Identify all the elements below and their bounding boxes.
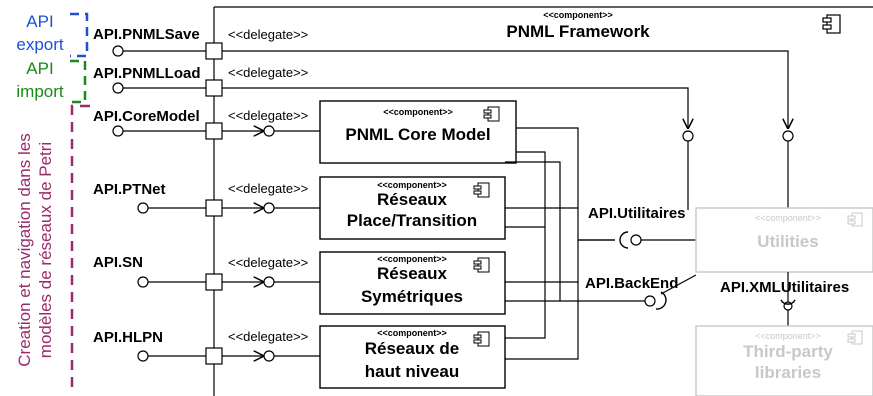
api-utilitaires-label: API.Utilitaires (588, 205, 686, 222)
pt-stereotype: <<component>> (377, 180, 447, 190)
pt-name-line1: Réseaux (377, 190, 447, 209)
component-core-model (319, 100, 517, 164)
port-hlpn (205, 347, 223, 365)
export-bracket (70, 12, 89, 58)
api-ptnet-interface (137, 202, 149, 214)
pt-name-line2: Place/Transition (347, 211, 477, 230)
framework-title: PNML Framework (506, 22, 650, 41)
port-ptnet (205, 199, 223, 217)
core-model-stereotype: <<component>> (383, 107, 453, 117)
api-coremodel-interface (112, 125, 124, 137)
side-label-import-line2: import (16, 82, 64, 101)
side-label-creation-line2: modèles de réseaux de Petri (36, 142, 55, 358)
api-sn-label: API.SN (93, 254, 143, 271)
api-pnmlload-interface (112, 82, 124, 94)
utilities-name: Utilities (757, 232, 818, 251)
connector-pnmlload (222, 87, 688, 128)
api-hlpn-label: API.HLPN (93, 329, 163, 346)
third-party-stereotype: <<component>> (755, 331, 821, 341)
delegate-label-hlpn: <<delegate>> (228, 329, 308, 344)
delegate-label-pnmlsave: <<delegate>> (228, 27, 308, 42)
xml-utilitaires-socket (780, 299, 796, 305)
third-party-name-line2: libraries (755, 363, 821, 382)
api-hlpn-interface (137, 350, 149, 362)
api-pnmlsave-interface (112, 45, 124, 57)
third-party-name-line1: Third-party (743, 342, 833, 361)
framework-component-icon (822, 14, 841, 34)
port-sn (205, 273, 223, 291)
hl-name-line1: Réseaux de (365, 339, 460, 358)
port-pnmlload (205, 79, 223, 97)
backend-ball (644, 295, 656, 307)
component-third-party (695, 325, 873, 396)
component-haut-niveau (319, 325, 506, 389)
api-sn-interface (137, 276, 149, 288)
api-ptnet-label: API.PTNet (93, 181, 166, 198)
component-utilities (695, 207, 873, 273)
delegate-label-sn: <<delegate>> (228, 255, 308, 270)
delegate-label-ptnet: <<delegate>> (228, 181, 308, 196)
required-interface-right (782, 130, 794, 142)
side-label-export-line2: export (16, 35, 64, 54)
api-xmlutilitaires-label: API.XMLUtilitaires (720, 279, 849, 296)
creation-bracket (70, 104, 90, 393)
utilities-stereotype: <<component>> (755, 213, 821, 223)
side-label-export-line1: API (26, 12, 53, 31)
utilitaires-socket (619, 231, 629, 249)
delegate-label-pnmlload: <<delegate>> (228, 65, 308, 80)
backend-socket (655, 291, 667, 310)
port-coremodel (205, 122, 223, 140)
required-interface-left (682, 130, 694, 142)
side-label-import-line1: API (26, 59, 53, 78)
api-pnmlsave-label: API.PNMLSave (93, 26, 200, 43)
import-bracket (70, 59, 87, 104)
side-label-creation-line1: Creation et navigation dans les (15, 133, 34, 366)
sym-name-line2: Symétriques (361, 287, 463, 306)
component-symetriques (319, 251, 506, 315)
internal-wiring (505, 127, 650, 360)
connector-pnmlsave (222, 50, 788, 128)
port-pnmlsave (205, 42, 223, 60)
api-backend-label: API.BackEnd (585, 275, 678, 292)
api-coremodel-label: API.CoreModel (93, 108, 200, 125)
sym-stereotype: <<component>> (377, 254, 447, 264)
utilitaires-ball (630, 234, 642, 246)
core-model-name: PNML Core Model (345, 125, 490, 144)
hl-name-line2: haut niveau (365, 362, 459, 381)
api-pnmlload-label: API.PNMLLoad (93, 65, 201, 82)
delegate-label-coremodel: <<delegate>> (228, 108, 308, 123)
framework-stereotype: <<component>> (543, 10, 613, 20)
hl-stereotype: <<component>> (377, 328, 447, 338)
component-place-transition (319, 176, 506, 240)
sym-name-line1: Réseaux (377, 264, 447, 283)
